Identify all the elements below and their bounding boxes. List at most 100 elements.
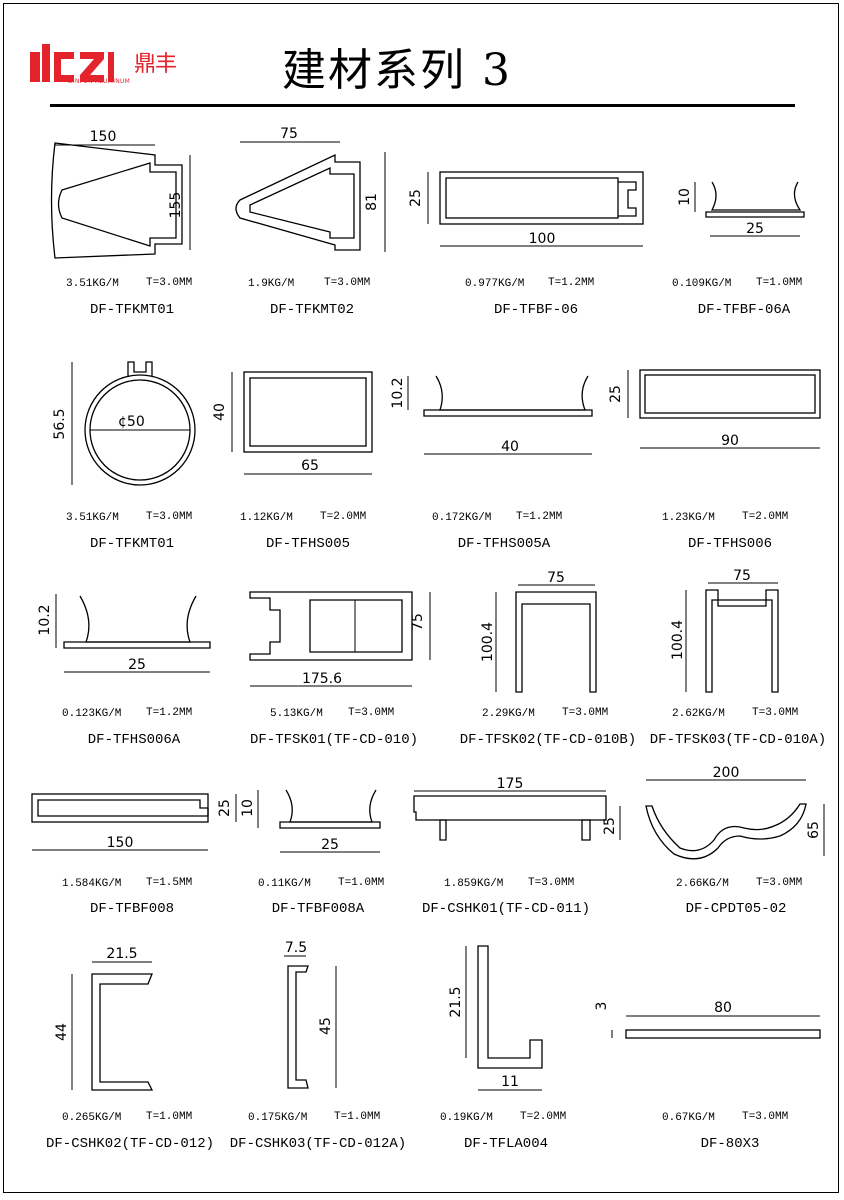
product-code: DF-TFHS005A [458, 536, 551, 552]
weight-label: 3.51KG/M [66, 278, 119, 290]
dim-label: 155 [168, 192, 184, 219]
thickness-label: T=3.0MM [756, 877, 802, 889]
dim-label: 200 [713, 765, 740, 781]
profile-drawing-13: 150 25 [31, 793, 237, 851]
profile-drawing-11: 75 100.4 [480, 570, 597, 693]
thickness-label: T=3.0MM [752, 707, 798, 719]
profile-drawing-1: 150 155 [50, 129, 191, 259]
thickness-label: T=3.0MM [146, 511, 192, 523]
thickness-label: T=1.2MM [548, 277, 594, 289]
weight-label: 1.859KG/M [444, 878, 503, 890]
profile-drawing-7: 10.2 40 [390, 375, 593, 455]
product-code: DF-80X3 [701, 1136, 760, 1152]
weight-label: 0.265KG/M [62, 1112, 121, 1124]
dim-label: 40 [212, 403, 228, 421]
dim-label: 11 [501, 1074, 519, 1090]
weight-label: 0.109KG/M [672, 278, 731, 290]
spec-labels: 3.51KG/M T=3.0MM DF-TFKMT01 1.9KG/M T=3.… [46, 277, 826, 1152]
logo-english-name: DINFUN ALUMINUM [68, 78, 131, 85]
dim-label: 100.4 [480, 622, 496, 662]
profile-drawing-18: 7.5 45 [284, 940, 337, 1089]
weight-label: 1.584KG/M [62, 878, 121, 890]
profile-drawing-19: 21.5 11 [448, 945, 543, 1091]
dim-label: 44 [54, 1023, 70, 1041]
thickness-label: T=3.0MM [562, 707, 608, 719]
thickness-label: T=1.0MM [146, 1111, 192, 1123]
thickness-label: T=1.0MM [338, 877, 384, 889]
dim-label: 40 [501, 439, 519, 455]
weight-label: 0.11KG/M [258, 878, 311, 890]
product-code: DF-TFSK01(TF-CD-010) [250, 732, 418, 748]
dim-label: 175.6 [302, 671, 342, 687]
product-code: DF-TFKMT02 [270, 302, 354, 318]
dim-label: 25 [746, 221, 764, 237]
profile-drawing-16: 200 65 [645, 765, 825, 860]
weight-label: 2.29KG/M [482, 708, 535, 720]
profile-drawing-14: 10 25 [240, 789, 381, 853]
weight-label: 3.51KG/M [66, 512, 119, 524]
dim-label: 75 [547, 570, 565, 586]
dim-label: 65 [806, 821, 822, 839]
dim-label: 25 [408, 189, 424, 207]
weight-label: 5.13KG/M [270, 708, 323, 720]
product-code: DF-CSHK02(TF-CD-012) [46, 1136, 214, 1152]
dim-label: 10 [677, 188, 693, 206]
dim-label: 25 [608, 385, 624, 403]
product-code: DF-TFKMT01 [90, 302, 174, 318]
dim-label: 65 [301, 458, 319, 474]
dim-label: 21.5 [448, 986, 464, 1017]
dim-label: 81 [364, 193, 380, 211]
dim-label: 175 [497, 776, 524, 792]
dim-label: 7.5 [285, 940, 307, 956]
dim-label: 25 [128, 657, 146, 673]
page-border [3, 3, 839, 1193]
dim-label: 25 [217, 799, 233, 817]
product-code: DF-CPDT05-02 [686, 901, 787, 917]
profile-drawing-12: 75 100.4 [670, 568, 779, 693]
thickness-label: T=1.2MM [146, 707, 192, 719]
profile-drawing-6: 40 65 [212, 371, 373, 475]
header-rule [50, 104, 795, 107]
thickness-label: T=2.0MM [520, 1111, 566, 1123]
product-code: DF-TFHS005 [266, 536, 350, 552]
profile-drawing-20: 80 3 [594, 1000, 821, 1039]
product-code: DF-TFKMT01 [90, 536, 174, 552]
product-code: DF-TFSK02(TF-CD-010B) [460, 732, 636, 748]
dim-label: 90 [721, 433, 739, 449]
thickness-label: T=2.0MM [742, 511, 788, 523]
thickness-label: T=1.0MM [334, 1111, 380, 1123]
weight-label: 1.23KG/M [662, 512, 715, 524]
product-code: DF-TFBF-06 [494, 302, 578, 318]
dim-label: 80 [714, 1000, 732, 1016]
product-code: DF-TFHS006 [688, 536, 772, 552]
logo-chinese-name: 鼎丰 [134, 52, 177, 77]
product-code: DF-TFBF008 [90, 901, 174, 917]
dim-label: 150 [90, 129, 117, 145]
thickness-label: T=1.5MM [146, 877, 192, 889]
dim-label: 25 [321, 837, 339, 853]
weight-label: 0.67KG/M [662, 1112, 715, 1124]
profile-drawing-3: 25 100 [408, 171, 644, 247]
dim-label: 75 [733, 568, 751, 584]
weight-label: 1.9KG/M [248, 278, 294, 290]
weight-label: 0.123KG/M [62, 708, 121, 720]
weight-label: 2.66KG/M [676, 878, 729, 890]
dim-label: 3 [594, 1002, 610, 1011]
thickness-label: T=3.0MM [742, 1111, 788, 1123]
profile-drawing-4: 10 25 [677, 181, 805, 237]
dim-label: 150 [107, 835, 134, 851]
dim-label: 21.5 [106, 946, 137, 962]
company-logo [30, 44, 114, 82]
dim-label: 100 [529, 231, 556, 247]
page-title: 建材系列 3 [282, 45, 512, 96]
product-code: DF-TFBF-06A [698, 302, 791, 318]
dim-label: 10 [240, 799, 256, 817]
profile-drawing-17: 21.5 44 [54, 946, 154, 1091]
product-code: DF-CSHK03(TF-CD-012A) [230, 1136, 406, 1152]
weight-label: 2.62KG/M [672, 708, 725, 720]
weight-label: 0.977KG/M [465, 278, 524, 290]
product-code: DF-TFHS006A [88, 732, 181, 748]
weight-label: 0.172KG/M [432, 512, 491, 524]
profile-drawing-8: 25 90 [608, 369, 821, 449]
thickness-label: T=1.0MM [756, 277, 802, 289]
